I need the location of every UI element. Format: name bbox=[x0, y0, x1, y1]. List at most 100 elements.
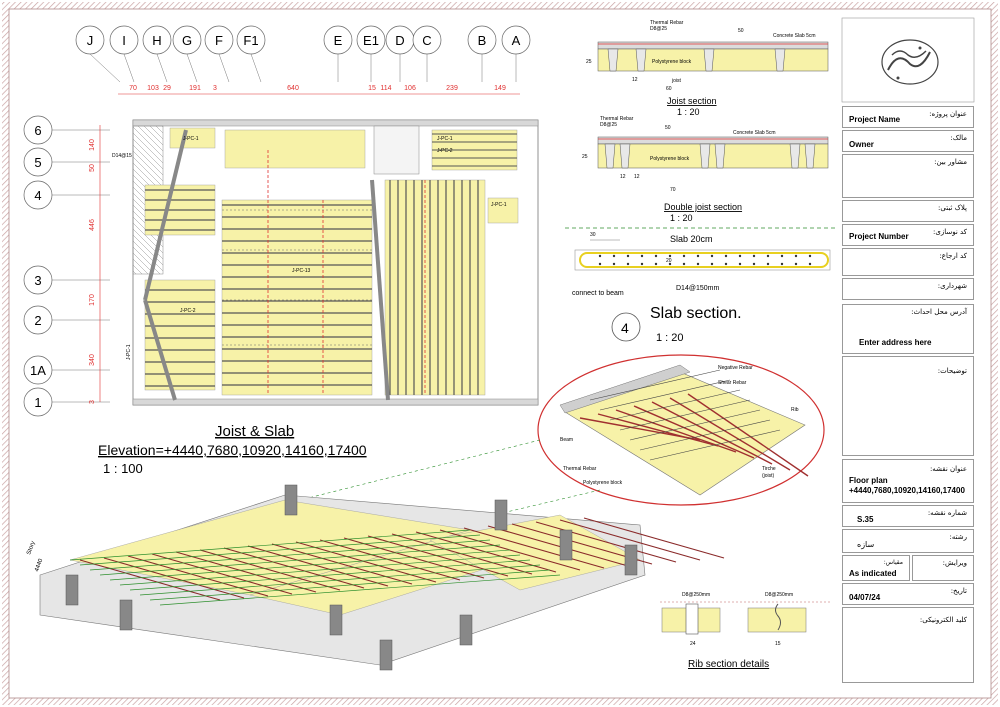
iso-joist bbox=[175, 551, 317, 593]
label: 25 bbox=[582, 154, 588, 160]
iso-joist bbox=[535, 521, 677, 563]
label: Concrete Slab 5cm bbox=[773, 33, 816, 39]
grid-bubble-label: G bbox=[182, 33, 192, 48]
joist-profile bbox=[604, 143, 616, 169]
iso-rebar bbox=[99, 544, 501, 576]
rebar-line bbox=[589, 369, 721, 401]
label: 12 bbox=[634, 174, 640, 180]
tb-value[interactable]: Project Name bbox=[849, 115, 901, 124]
rebar-dot bbox=[654, 262, 658, 266]
dim-value: 50 bbox=[89, 164, 96, 172]
tb-label-fa: ویرایش: bbox=[942, 559, 967, 567]
rebar-dot bbox=[682, 262, 686, 266]
rib-section-details: D8@250mm D8@250mm 24 15 Rib section deta… bbox=[660, 592, 830, 670]
rebar-line bbox=[687, 393, 809, 477]
label: D8@25 bbox=[650, 26, 667, 32]
rebar-line bbox=[649, 429, 781, 461]
iso-column bbox=[559, 529, 573, 561]
tb-owner: مالک: Owner bbox=[842, 130, 974, 152]
label: 60 bbox=[666, 86, 672, 92]
plan-label: J-PC-1 bbox=[183, 136, 199, 142]
joist-section-scale: 1 : 20 bbox=[677, 107, 700, 117]
tb-project-name: عنوان پروژه: Project Name bbox=[842, 106, 974, 128]
rebar-dot bbox=[626, 262, 630, 266]
rebar-dot bbox=[724, 262, 728, 266]
iso-rebar bbox=[69, 529, 471, 561]
tb-label-fa: مقیاس: bbox=[883, 559, 903, 566]
grid-bubble-label: F1 bbox=[243, 33, 258, 48]
tb-label-fa: مشاور بین: bbox=[934, 158, 967, 166]
label: Polystyrene block bbox=[652, 59, 692, 65]
iso-joist bbox=[343, 537, 485, 579]
plan-label: D14@15 bbox=[112, 153, 132, 159]
joist-section-drawing: Thermal Rebar D8@25 Concrete Slab 5cm Po… bbox=[586, 20, 829, 92]
grid-leader bbox=[186, 53, 198, 83]
tb-label-fa: مالک: bbox=[950, 134, 967, 142]
iso-column bbox=[119, 599, 133, 631]
tb-value[interactable]: S.35 bbox=[857, 515, 874, 524]
label: Thermal Rebar bbox=[600, 116, 634, 122]
iso-joist bbox=[199, 549, 341, 591]
grid-bubble-label: I bbox=[122, 33, 126, 48]
dim-value: 340 bbox=[89, 354, 96, 366]
label: 50 bbox=[738, 28, 744, 34]
joist-profile bbox=[804, 143, 816, 169]
double-section-scale: 1 : 20 bbox=[670, 213, 693, 223]
iso-joist bbox=[295, 541, 437, 583]
rebar-detail-callout: Negative Rebar Shear Rebar Rib Beam Ther… bbox=[537, 354, 825, 506]
rebar-dot bbox=[738, 262, 742, 266]
grid-leader bbox=[218, 53, 230, 83]
joist-profile bbox=[635, 48, 647, 72]
rebar-line bbox=[629, 409, 761, 441]
tb-value[interactable]: Project Number bbox=[849, 232, 909, 241]
grid-leader bbox=[123, 53, 135, 83]
rebar-line bbox=[633, 405, 755, 459]
rebar-dot bbox=[780, 262, 784, 266]
rebar-line bbox=[669, 397, 791, 471]
tb-value[interactable]: Owner bbox=[849, 140, 874, 149]
dim-value: 3 bbox=[89, 400, 96, 404]
tb-code: کد ارجاع: bbox=[842, 248, 974, 276]
rebar-dot bbox=[794, 262, 798, 266]
rebar-dot bbox=[780, 254, 784, 258]
plan-label: J-PC-13 bbox=[292, 268, 311, 274]
tb-label-fa: کلید الکترونیکی: bbox=[919, 616, 967, 624]
tb-project-number: کد نوسازی: Project Number bbox=[842, 224, 974, 246]
iso-rebar bbox=[79, 534, 481, 566]
dim-value: 446 bbox=[89, 219, 96, 231]
joist-profile bbox=[714, 143, 726, 169]
iso-rebar bbox=[139, 564, 541, 596]
rebar-dot bbox=[598, 254, 602, 258]
tb-value[interactable]: Floor plan bbox=[849, 476, 888, 485]
rebar-line bbox=[619, 399, 751, 431]
label: 50 bbox=[665, 125, 671, 131]
rebar-dot bbox=[710, 254, 714, 258]
plan-label: J-PC-1 bbox=[437, 136, 453, 142]
iso-joist bbox=[583, 517, 725, 559]
tb-city: شهرداری: bbox=[842, 278, 974, 300]
label: D8@250mm bbox=[765, 592, 793, 598]
tb-value[interactable]: +4440,7680,10920,14160,17400 bbox=[849, 486, 965, 495]
tb-value[interactable]: As indicated bbox=[849, 569, 897, 578]
iso-rebar bbox=[119, 554, 521, 586]
rebar-dot bbox=[668, 254, 672, 258]
iso-joist bbox=[223, 547, 365, 589]
rebar-line bbox=[651, 401, 773, 465]
slab-section-number: 4 bbox=[621, 320, 629, 336]
isometric-3d-view: Story 4440 bbox=[26, 484, 725, 671]
dim-value: 103 bbox=[147, 85, 159, 92]
rebar-dot bbox=[752, 262, 756, 266]
tb-value[interactable]: سازه bbox=[857, 540, 875, 549]
tb-value[interactable]: Enter address here bbox=[859, 338, 932, 347]
grid-bubble-label: J bbox=[87, 33, 94, 48]
slab-section-title: Slab section. bbox=[650, 305, 742, 322]
grid-bubble-label: D bbox=[395, 33, 404, 48]
tb-label-fa: آدرس محل احداث: bbox=[911, 308, 967, 316]
tb-value[interactable]: 04/07/24 bbox=[849, 593, 881, 602]
rebar-dot bbox=[738, 254, 742, 258]
label: Rib bbox=[791, 407, 799, 413]
grid-bubble-label: F bbox=[215, 33, 223, 48]
tb-label-fa: کد ارجاع: bbox=[939, 252, 967, 260]
slab-section-scale: 1 : 20 bbox=[656, 332, 684, 344]
